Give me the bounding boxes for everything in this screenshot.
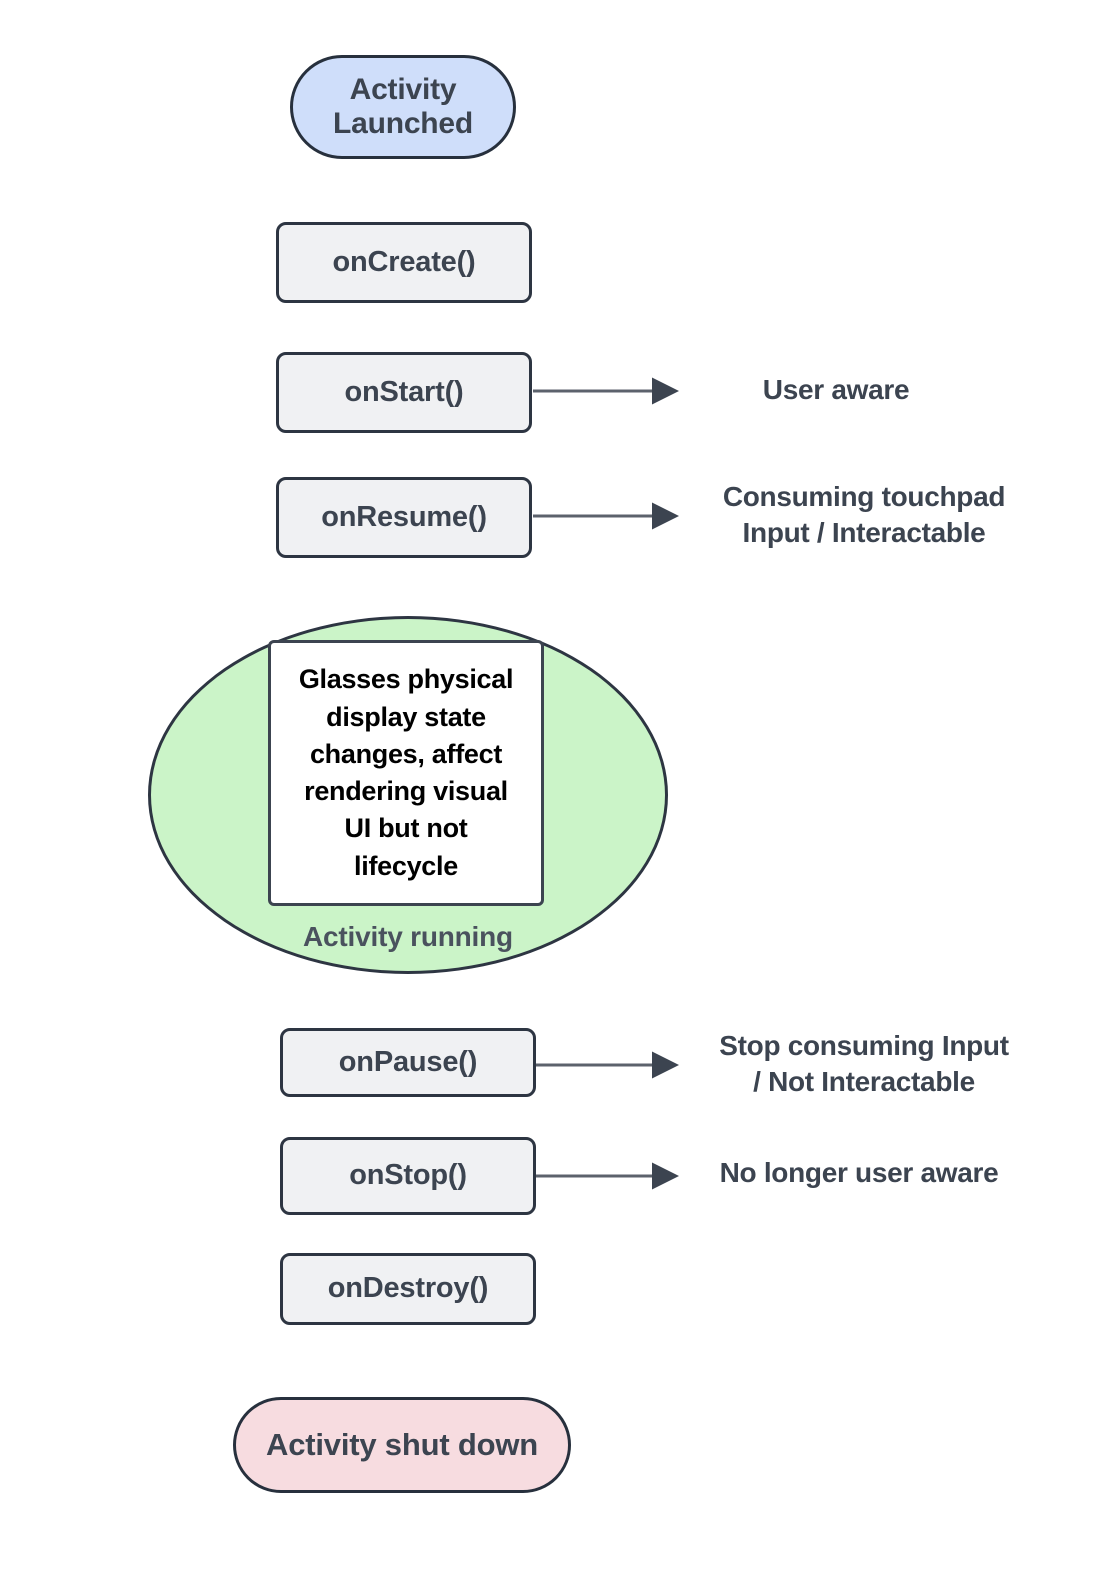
activity-shut-down-label: Activity shut down (266, 1427, 538, 1463)
annotation-stop-line1: Stop consuming Input (719, 1030, 1009, 1061)
note-line-5: UI but not (344, 813, 468, 844)
onresume-label: onResume() (321, 500, 487, 533)
node-ondestroy[interactable]: onDestroy() (280, 1253, 536, 1325)
onpause-label: onPause() (338, 1045, 478, 1078)
note-glasses-display-state: Glasses physical display state changes, … (268, 640, 544, 906)
node-activity-shut-down[interactable]: Activity shut down (233, 1397, 571, 1493)
activity-launched-line1: Activity (349, 72, 457, 106)
node-onstart[interactable]: onStart() (276, 352, 532, 433)
node-onpause[interactable]: onPause() (280, 1028, 536, 1097)
node-onresume[interactable]: onResume() (276, 477, 532, 558)
activity-running-label: Activity running (303, 921, 513, 952)
onstart-label: onStart() (344, 375, 464, 408)
onstop-label: onStop() (349, 1159, 467, 1192)
ondestroy-label: onDestroy() (327, 1272, 489, 1305)
annotation-consuming-line1: Consuming touchpad (722, 481, 1006, 512)
note-text: Glasses physical display state changes, … (298, 661, 514, 885)
activity-launched-label: Activity Launched (333, 73, 473, 141)
annotation-user-aware: User aware (762, 374, 910, 405)
note-line-1: Glasses physical (298, 664, 514, 695)
node-activity-launched[interactable]: Activity Launched (290, 55, 516, 159)
note-line-4: rendering visual (304, 776, 508, 806)
note-line-2: display state (326, 701, 486, 732)
activity-launched-line2: Launched (332, 107, 474, 140)
annotation-no-longer-user-aware: No longer user aware (719, 1157, 999, 1188)
note-line-3: changes, affect (309, 738, 503, 769)
note-line-6: lifecycle (354, 850, 458, 881)
annotation-stop-consuming-input: Stop consuming Input / Not Interactable (680, 1028, 1048, 1100)
annotation-consuming-line2: Input / Interactable (742, 516, 986, 548)
oncreate-label: onCreate() (332, 245, 476, 278)
annotation-consuming-input: Consuming touchpad Input / Interactable (682, 479, 1046, 551)
annotation-stop-line2: / Not Interactable (753, 1065, 975, 1097)
node-oncreate[interactable]: onCreate() (276, 222, 532, 303)
node-onstop[interactable]: onStop() (280, 1137, 536, 1215)
